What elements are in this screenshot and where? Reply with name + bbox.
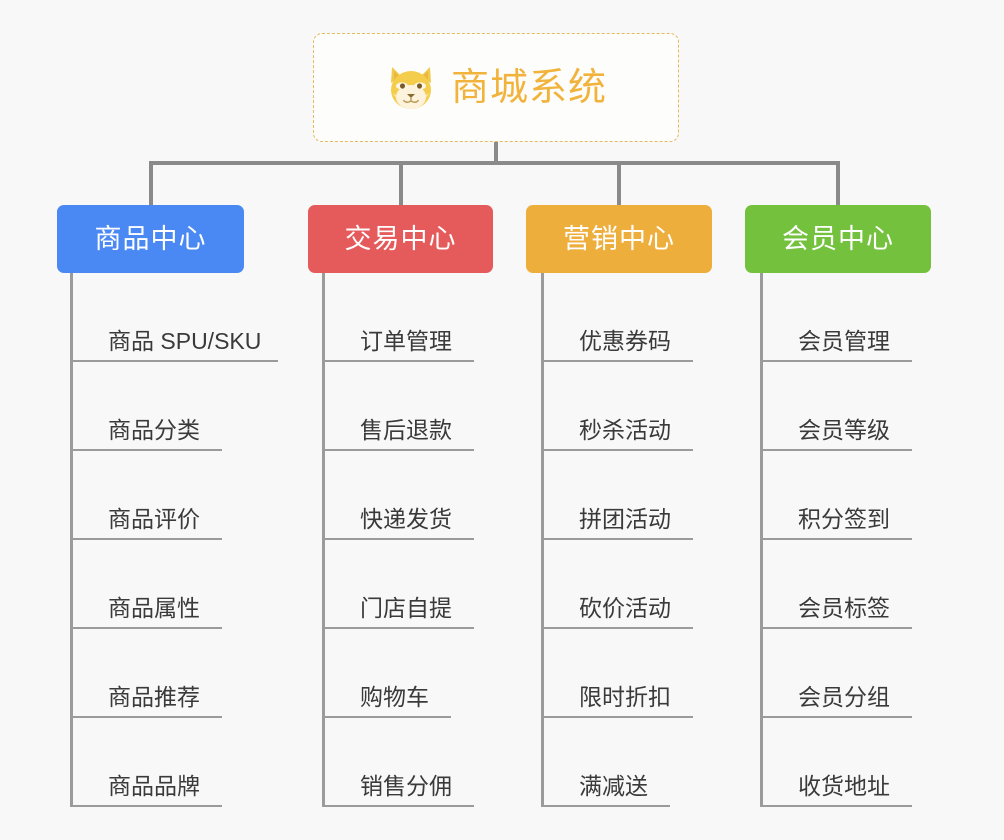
leaf-item-label: 优惠券码 [579, 328, 671, 354]
leaf-column-product-center: 商品 SPU/SKU 商品分类商品评价商品属性商品推荐商品品牌 [70, 273, 300, 807]
leaf-item[interactable]: 商品推荐 [70, 629, 222, 718]
leaf-spine [541, 273, 544, 807]
leaf-item-label: 秒杀活动 [579, 417, 671, 443]
leaf-column-member-center: 会员管理会员等级积分签到会员标签会员分组收货地址 [760, 273, 990, 807]
leaf-item[interactable]: 商品 SPU/SKU [70, 273, 278, 362]
leaf-item-label: 商品品牌 [108, 773, 200, 799]
leaf-item-label: 积分签到 [798, 506, 890, 532]
leaf-underline [760, 449, 912, 451]
leaf-item[interactable]: 销售分佣 [322, 718, 474, 807]
connector-horizontal-bus [148, 161, 840, 165]
leaf-item[interactable]: 门店自提 [322, 540, 474, 629]
leaf-item-label: 限时折扣 [579, 684, 671, 710]
leaf-underline [70, 805, 222, 807]
leaf-spine [760, 273, 763, 807]
leaf-item-label: 商品推荐 [108, 684, 200, 710]
leaf-column-marketing-center: 优惠券码秒杀活动拼团活动砍价活动限时折扣满减送 [541, 273, 771, 807]
leaf-underline [541, 627, 693, 629]
leaf-item-label: 会员管理 [798, 328, 890, 354]
leaf-item[interactable]: 会员管理 [760, 273, 912, 362]
leaf-item-label: 砍价活动 [579, 595, 671, 621]
leaf-underline [760, 627, 912, 629]
category-label: 商品中心 [94, 223, 207, 254]
category-box-marketing-center[interactable]: 营销中心 [526, 205, 712, 273]
leaf-item[interactable]: 优惠券码 [541, 273, 693, 362]
leaf-item-label: 购物车 [360, 684, 429, 710]
leaf-item[interactable]: 砍价活动 [541, 540, 693, 629]
leaf-item-label: 商品 SPU/SKU [108, 328, 262, 354]
leaf-underline [70, 449, 222, 451]
leaf-underline [541, 360, 693, 362]
leaf-spine [70, 273, 73, 807]
leaf-underline [760, 538, 912, 540]
leaf-item[interactable]: 会员分组 [760, 629, 912, 718]
category-box-product-center[interactable]: 商品中心 [57, 205, 244, 273]
leaf-underline [70, 716, 222, 718]
root-node-shop-system[interactable]: 商城系统 [313, 33, 679, 142]
leaf-item[interactable]: 订单管理 [322, 273, 474, 362]
connector-root-stem [494, 142, 498, 163]
leaf-underline [541, 805, 670, 807]
leaf-item-label: 商品属性 [108, 595, 200, 621]
leaf-underline [541, 449, 693, 451]
root-node-title: 商城系统 [450, 66, 607, 109]
leaf-underline [541, 538, 693, 540]
category-label: 营销中心 [563, 223, 675, 254]
leaf-item-label: 商品分类 [108, 417, 200, 443]
leaf-underline [541, 716, 693, 718]
leaf-underline [322, 716, 451, 718]
leaf-item-label: 会员等级 [798, 417, 890, 443]
leaf-item-label: 收货地址 [798, 773, 890, 799]
leaf-item-label: 销售分佣 [360, 773, 452, 799]
leaf-underline [322, 627, 474, 629]
category-label: 会员中心 [782, 223, 894, 254]
leaf-item[interactable]: 商品分类 [70, 362, 222, 451]
category-label: 交易中心 [344, 223, 457, 254]
shiba-dog-face-icon [390, 66, 431, 109]
leaf-spine [322, 273, 325, 807]
leaf-item-label: 售后退款 [360, 417, 452, 443]
leaf-item-label: 会员标签 [798, 595, 890, 621]
leaf-item[interactable]: 快递发货 [322, 451, 474, 540]
leaf-item-label: 订单管理 [360, 328, 452, 354]
category-box-trade-center[interactable]: 交易中心 [308, 205, 493, 273]
connector-drop-product-center [148, 161, 153, 205]
category-box-member-center[interactable]: 会员中心 [745, 205, 931, 273]
leaf-underline [322, 805, 474, 807]
leaf-underline [760, 360, 912, 362]
connector-drop-marketing-center [617, 161, 621, 205]
connector-drop-member-center [836, 161, 840, 205]
leaf-item-label: 满减送 [579, 773, 648, 799]
leaf-item[interactable]: 拼团活动 [541, 451, 693, 540]
leaf-underline [322, 538, 474, 540]
leaf-item-label: 拼团活动 [579, 506, 671, 532]
leaf-item[interactable]: 秒杀活动 [541, 362, 693, 451]
leaf-item[interactable]: 限时折扣 [541, 629, 693, 718]
leaf-item[interactable]: 购物车 [322, 629, 451, 718]
leaf-item-label: 商品评价 [108, 506, 200, 532]
leaf-item-label: 门店自提 [360, 595, 452, 621]
leaf-underline [322, 360, 474, 362]
leaf-item-label: 会员分组 [798, 684, 890, 710]
leaf-underline [70, 627, 222, 629]
leaf-underline [70, 538, 222, 540]
leaf-item[interactable]: 满减送 [541, 718, 670, 807]
leaf-item[interactable]: 商品评价 [70, 451, 222, 540]
leaf-item[interactable]: 商品品牌 [70, 718, 222, 807]
leaf-item[interactable]: 售后退款 [322, 362, 474, 451]
leaf-item[interactable]: 会员标签 [760, 540, 912, 629]
leaf-underline [760, 805, 912, 807]
leaf-underline [760, 716, 912, 718]
leaf-item[interactable]: 会员等级 [760, 362, 912, 451]
leaf-underline [322, 449, 474, 451]
leaf-item[interactable]: 商品属性 [70, 540, 222, 629]
leaf-column-trade-center: 订单管理售后退款快递发货门店自提购物车销售分佣 [322, 273, 552, 807]
leaf-item-label: 快递发货 [360, 506, 452, 532]
leaf-underline [70, 360, 278, 362]
connector-drop-trade-center [398, 161, 403, 205]
leaf-item[interactable]: 收货地址 [760, 718, 912, 807]
leaf-item[interactable]: 积分签到 [760, 451, 912, 540]
